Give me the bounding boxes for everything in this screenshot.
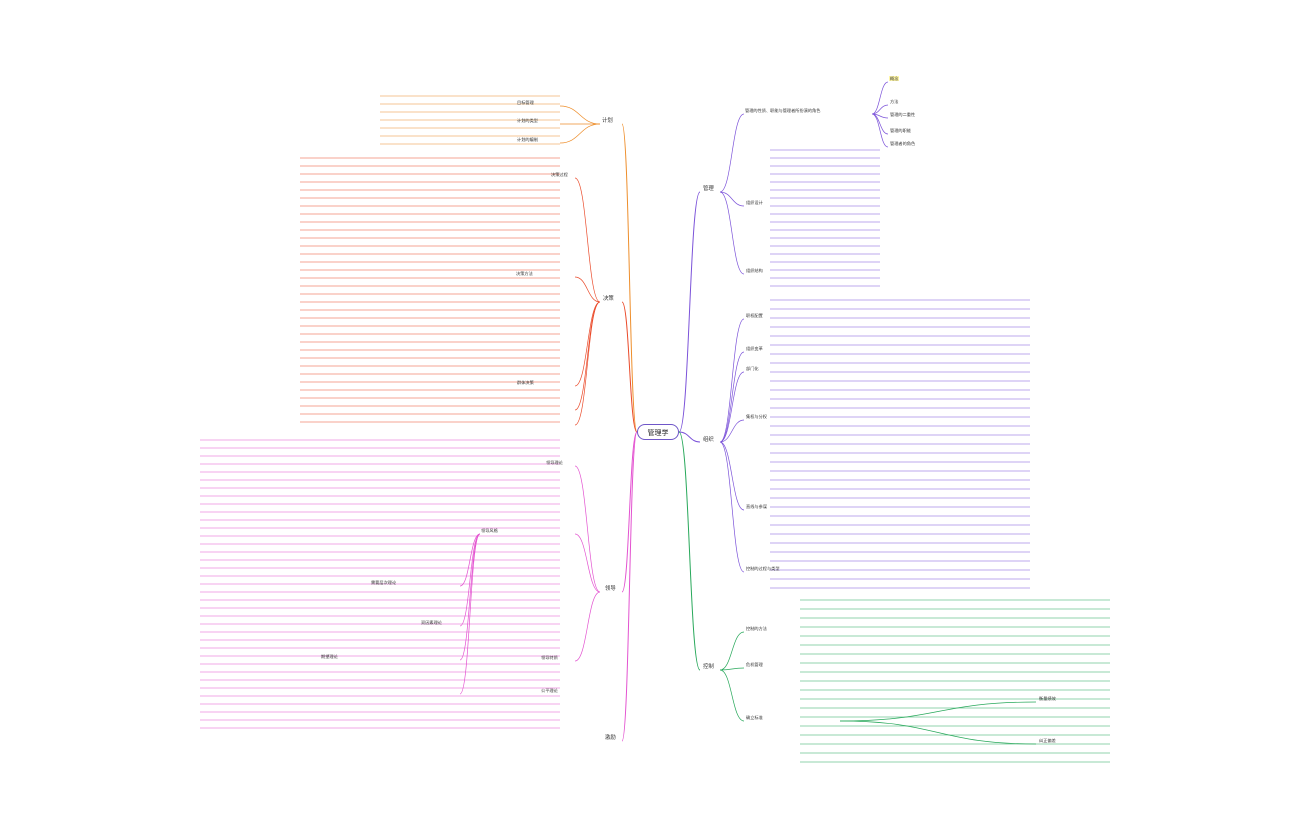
edge-r2-5 [719, 441, 745, 573]
node-r1-1-1[interactable]: 概念 [889, 76, 900, 81]
edge-r2-3 [719, 419, 745, 443]
node-r1-1[interactable]: 管理的性质、职能与管理者所扮演的角色 [745, 108, 821, 113]
edge-r3-0 [719, 631, 745, 671]
node-l3-3[interactable]: 领导特质 [541, 655, 558, 660]
node-r1-1-2[interactable]: 方法 [890, 99, 899, 104]
branch-right-2[interactable]: 组织 [703, 437, 714, 443]
edge-l3-0 [574, 465, 601, 593]
branch-left-2[interactable]: 决策 [603, 296, 614, 302]
node-r3-2[interactable]: 危机管理 [746, 662, 763, 667]
edge-root-l2 [621, 301, 638, 433]
edge-l2-2 [574, 301, 601, 387]
node-r2-5[interactable]: 直线与参谋 [746, 504, 767, 509]
node-r2-1[interactable]: 职权配置 [746, 313, 763, 318]
edge-r1a-0 [871, 81, 889, 115]
node-l3-3-1[interactable]: 公平理论 [541, 688, 558, 693]
node-r3-3-1[interactable]: 衡量绩效 [1039, 696, 1056, 701]
edge-root-l4 [621, 431, 638, 742]
node-l1-3[interactable]: 计划的编制 [517, 137, 538, 142]
node-l1-1[interactable]: 目标管理 [517, 100, 534, 105]
node-r1-1-4[interactable]: 管理的职能 [890, 128, 911, 133]
edge-l3-2 [574, 591, 601, 662]
node-r1-3[interactable]: 组织结构 [746, 268, 763, 273]
edge-l1-0 [559, 105, 601, 125]
edge-r2-0 [719, 318, 745, 443]
node-r1-2[interactable]: 组织设计 [746, 200, 763, 205]
node-l3-2-2[interactable]: 双因素理论 [421, 620, 442, 625]
node-l2-3[interactable]: 群体决策 [517, 380, 534, 385]
node-l3-2-3[interactable]: 期望理论 [321, 654, 338, 659]
edge-root-l1 [621, 123, 638, 433]
edge-r2-1 [719, 351, 745, 443]
edge-root-r3 [678, 431, 701, 671]
edge-l2-1 [574, 276, 601, 303]
node-r2-3[interactable]: 部门化 [746, 366, 759, 371]
root-node[interactable]: 管理学 [637, 424, 679, 440]
node-r3-1[interactable]: 控制的方法 [746, 626, 767, 631]
node-r2-2[interactable]: 组织变革 [746, 346, 763, 351]
edge-r1a-4 [871, 113, 889, 148]
node-r3-3[interactable]: 确立标准 [746, 715, 763, 720]
node-l3-2-1[interactable]: 需要层次理论 [371, 580, 397, 585]
edge-l3b-2 [459, 533, 481, 661]
edge-r3c-1 [839, 720, 1037, 745]
node-r2-4[interactable]: 集权与分权 [746, 414, 767, 419]
branch-right-3[interactable]: 控制 [703, 664, 714, 670]
node-l2-1[interactable]: 决策过程 [551, 172, 568, 177]
edge-r3c-0 [839, 701, 1037, 722]
edge-l3b-3 [459, 533, 481, 695]
edge-l2-3 [574, 301, 601, 411]
edge-root-r1 [678, 191, 701, 433]
node-l3-1[interactable]: 领导理论 [546, 460, 563, 465]
edge-root-r2 [678, 431, 701, 443]
node-r1-1-3[interactable]: 管理的二重性 [890, 112, 916, 117]
edge-r3-2 [719, 669, 745, 722]
edge-r2-2 [719, 371, 745, 443]
node-l3-2[interactable]: 领导风格 [481, 528, 498, 533]
node-l2-2[interactable]: 决策方法 [516, 271, 533, 276]
edge-l3-1 [574, 533, 601, 593]
node-l1-2[interactable]: 计划的类型 [517, 118, 538, 123]
node-r2-6[interactable]: 控制的过程与类型 [746, 566, 780, 571]
edge-r3-1 [719, 667, 745, 671]
edge-r1a-1 [871, 104, 889, 115]
edge-l2-0 [574, 177, 601, 303]
edge-r2-4 [719, 441, 745, 511]
node-r3-3-2[interactable]: 纠正偏差 [1039, 738, 1056, 743]
node-r1-1-5[interactable]: 管理者的角色 [890, 141, 916, 146]
edge-r1-0 [719, 113, 745, 193]
branch-left-1[interactable]: 计划 [602, 118, 613, 124]
edge-r1-1 [719, 191, 745, 207]
edge-l1-2 [559, 123, 601, 144]
branch-right-1[interactable]: 管理 [703, 186, 714, 192]
branch-left-4[interactable]: 激励 [605, 735, 616, 741]
edge-r1-2 [719, 191, 745, 275]
edge-root-l3 [621, 431, 638, 593]
edge-l2-4 [574, 301, 601, 426]
branch-left-3[interactable]: 领导 [605, 586, 616, 592]
